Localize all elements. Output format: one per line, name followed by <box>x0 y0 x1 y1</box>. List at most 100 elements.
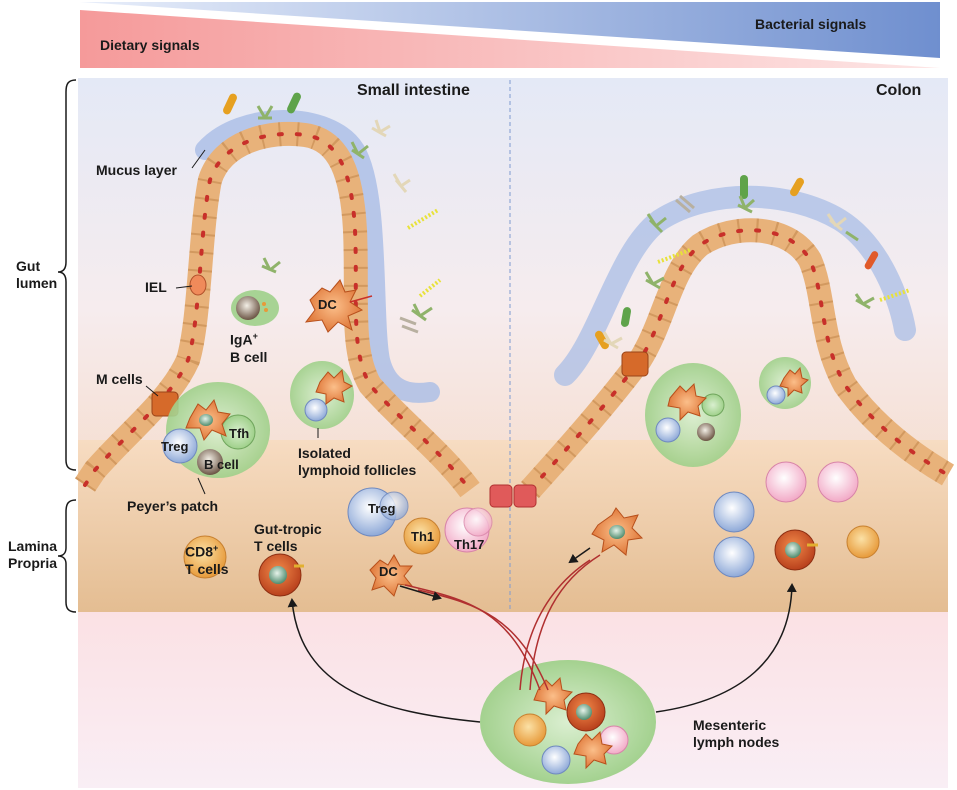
th17-label: Th17 <box>454 537 485 552</box>
colon-lp-blue-cell-1 <box>713 491 755 533</box>
mln-orange-cell <box>513 713 547 747</box>
iga-text: IgA <box>230 331 253 348</box>
iga-b-cell-label: IgA+ B cell <box>230 328 267 366</box>
junction-cell-left <box>489 484 513 508</box>
b-cell-label: B cell <box>204 457 239 472</box>
tfh-label: Tfh <box>229 426 250 441</box>
mln-red-nucleus <box>576 704 592 720</box>
dc-lp-label: DC <box>379 564 398 579</box>
bacterial-signal-gradient <box>80 2 940 58</box>
colon-follicle-large <box>645 363 741 467</box>
treg-cell-lp-2 <box>379 491 409 521</box>
m-cell-colon <box>621 351 649 377</box>
lamina-propria-brace <box>57 499 77 613</box>
colon-title: Colon <box>876 82 922 99</box>
m-cells-leader <box>145 385 159 397</box>
gut-lumen-line-1: Gut <box>16 258 41 274</box>
dc-to-mln-arrow <box>399 585 442 601</box>
gut-lumen-brace <box>57 79 77 471</box>
colon-lp-pink-cell-1 <box>765 461 807 503</box>
gut-lumen-line-2: lumen <box>16 275 58 291</box>
th1-label: Th1 <box>411 529 435 544</box>
th17-cell-2 <box>463 507 493 537</box>
iel-cell <box>189 274 207 296</box>
colon-dc-migration-path-2 <box>519 559 591 691</box>
mln-blue-cell <box>541 745 571 775</box>
epithelium-colon <box>521 218 955 499</box>
peyers-leader <box>197 477 206 495</box>
gut-tropic-label: Gut-tropic T cells <box>254 521 322 555</box>
bacteria-cluster <box>223 92 879 350</box>
mln-dc-2 <box>573 730 614 770</box>
dc-dendrite <box>349 295 373 303</box>
cd8-line-1: CD8+ <box>185 540 229 561</box>
peyers-patch-label: Peyer’s patch <box>127 498 219 514</box>
mucus-leader <box>191 149 206 169</box>
cd8-line-2: T cells <box>185 560 229 577</box>
dendritic-cell-villus <box>304 279 364 333</box>
antibody-cluster <box>256 105 875 350</box>
th1-cell <box>403 517 441 555</box>
dc-pp-nucleus <box>199 414 213 426</box>
dietary-signal-gradient <box>80 10 940 68</box>
mln-label: Mesenteric lymph nodes <box>693 717 779 751</box>
gut-tropic-nucleus <box>269 566 287 584</box>
lamina-propria-label: Lamina Propria <box>8 538 57 572</box>
dendritic-cell-lp <box>369 553 414 597</box>
iel-leader <box>175 285 193 289</box>
colon-small-dc <box>779 366 809 398</box>
ilf-line-1: Isolated <box>298 445 351 461</box>
mucus-layer-colon <box>554 185 916 386</box>
epithelium-nuclei-small-intestine <box>83 131 472 492</box>
colon-dc-migration-path <box>529 554 601 691</box>
cd8-text: CD8 <box>185 543 214 560</box>
mucus-layer-small-intestine <box>195 110 440 403</box>
colon-b-cell <box>655 417 681 443</box>
treg-cell-pp <box>162 428 198 464</box>
mln-to-colon-arrow <box>655 583 797 713</box>
treg-lp-label: Treg <box>368 501 396 516</box>
colon-lp-orange-cell <box>846 525 880 559</box>
colon-lp-red-nucleus <box>785 542 801 558</box>
treg-pp-label: Treg <box>161 439 189 454</box>
mln-dc <box>533 676 574 716</box>
iga-b-cell-line-2: B cell <box>230 348 268 365</box>
lamina-propria-line-2: Propria <box>8 555 58 571</box>
lamina-propria-line-1: Lamina <box>8 538 58 554</box>
mln-to-small-intestine-arrow <box>287 598 481 723</box>
b-cell-pp <box>197 449 223 475</box>
colon-lp-pink-cell-2 <box>817 461 859 503</box>
colon-iga-b-cell <box>697 423 715 441</box>
colon-lp-blue-cell-2 <box>713 536 755 578</box>
flagella-chains <box>406 208 911 302</box>
bacterial-signals-label: Bacterial signals <box>755 16 867 32</box>
mucus-layer-label: Mucus layer <box>96 162 177 178</box>
ilf-line-2: lymphoid follicles <box>298 462 417 478</box>
cd8-superscript: + <box>213 543 219 553</box>
gut-lumen-label: Gut lumen <box>16 258 57 292</box>
iga-receptor-dot <box>264 308 268 312</box>
iga-b-cell-line-1: IgA+ <box>230 328 267 349</box>
mln-line-2: lymph nodes <box>693 734 780 750</box>
m-cells-label: M cells <box>96 371 143 387</box>
iga-b-cell <box>236 296 260 320</box>
cd8-label: CD8+ T cells <box>185 540 229 578</box>
junction-cell-right <box>513 484 537 508</box>
iga-superscript: + <box>252 331 258 341</box>
colon-dc-arrow <box>568 547 591 564</box>
gut-tropic-line-1: Gut-tropic <box>254 521 322 537</box>
ilf-label: Isolated lymphoid follicles <box>298 445 448 479</box>
colon-small-b-cell <box>766 385 786 405</box>
iga-receptor-dot <box>262 302 266 306</box>
dietary-signals-label: Dietary signals <box>100 37 200 53</box>
mln-line-1: Mesenteric <box>693 717 767 733</box>
ilf-b-cell <box>304 398 328 422</box>
dc-villus-label: DC <box>318 297 337 312</box>
ilf-dc <box>315 368 354 405</box>
iel-label: IEL <box>145 279 167 295</box>
gut-tropic-line-2: T cells <box>254 538 298 554</box>
dc-nucleus <box>609 525 625 539</box>
colon-tfh-cell <box>701 393 725 417</box>
